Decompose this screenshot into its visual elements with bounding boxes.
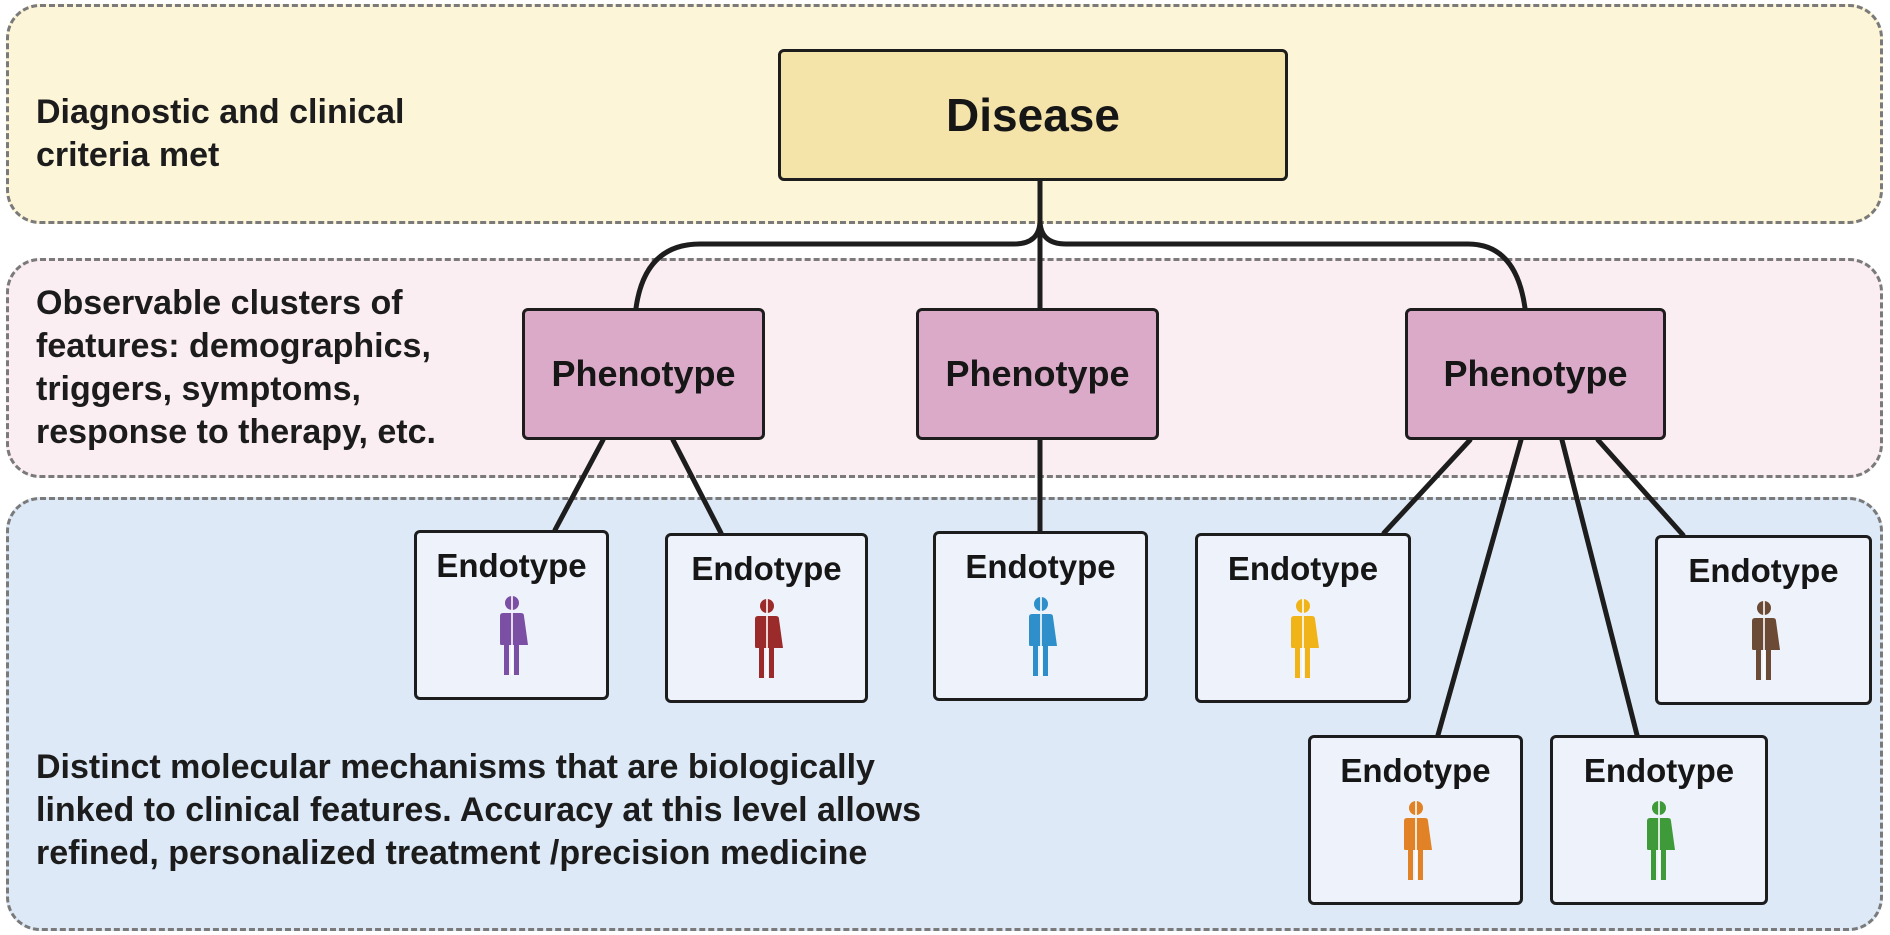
connector-pheno3-endo7: [1559, 437, 1640, 738]
person-icon: [754, 599, 783, 678]
endotype-node: Endotype: [1550, 735, 1768, 905]
person-icon: [499, 596, 528, 675]
disease-node: Disease: [778, 49, 1288, 181]
connector-pheno1-endo1: [552, 437, 606, 533]
endotype-node: Endotype: [665, 533, 868, 703]
endotype-label: Endotype: [436, 547, 587, 584]
connector-pheno3-endo6: [1435, 437, 1524, 738]
disease-band-description: Diagnostic and clinical criteria met: [36, 93, 405, 174]
endotype-band-description: Distinct molecular mechanisms that are b…: [36, 748, 921, 872]
connector-pheno3-endo5: [1595, 437, 1686, 538]
phenotype-node: Phenotype: [522, 308, 765, 440]
person-icon: [1647, 801, 1675, 880]
phenotype-node: Phenotype: [1405, 308, 1666, 440]
endotype-label: Endotype: [1340, 752, 1491, 789]
endotype-node: Endotype: [1195, 533, 1411, 703]
endotype-label: Endotype: [1688, 552, 1839, 589]
person-icon: [1403, 801, 1432, 880]
connector-disease-phenotype-3: [1037, 217, 1528, 311]
endotype-label: Endotype: [1227, 550, 1379, 587]
person-icon: [1751, 601, 1780, 680]
person-icon: [1291, 599, 1319, 678]
endotype-node: Endotype: [933, 531, 1148, 701]
endotype-label: Endotype: [691, 550, 842, 587]
connector-pheno1-endo2: [670, 437, 724, 536]
endotype-node: Endotype: [414, 530, 609, 700]
person-icon: [1028, 597, 1057, 676]
endotype-node: Endotype: [1655, 535, 1872, 705]
endotype-node: Endotype: [1308, 735, 1523, 905]
connector-pheno3-endo4: [1381, 437, 1473, 536]
connector-disease-phenotype-1: [633, 217, 1043, 311]
endotype-label: Endotype: [1583, 752, 1735, 789]
phenotype-band-description: Observable clusters of features: demogra…: [36, 284, 436, 451]
phenotype-node: Phenotype: [916, 308, 1159, 440]
endotype-label: Endotype: [965, 548, 1116, 585]
